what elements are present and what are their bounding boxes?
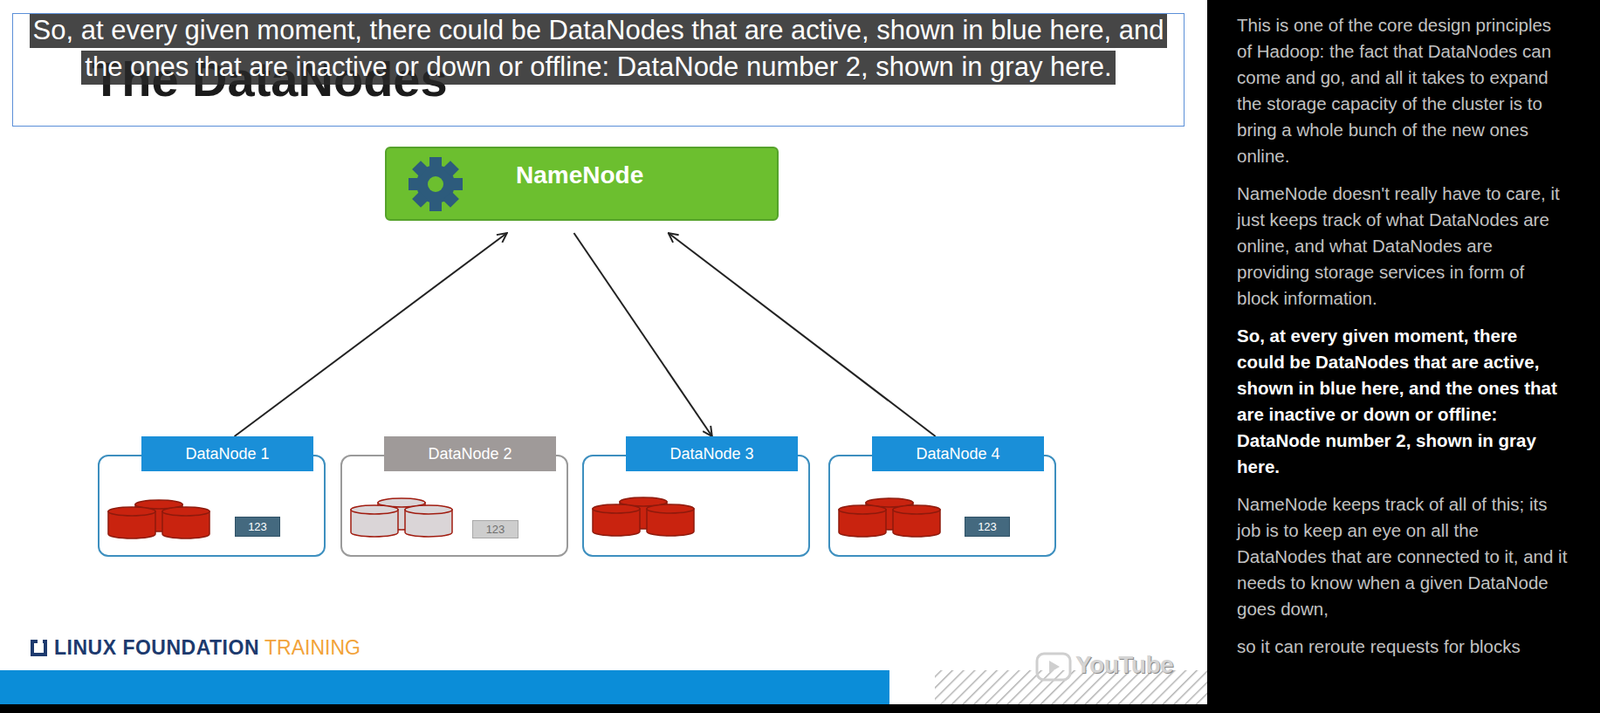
connector-arrow (573, 233, 712, 437)
datanode-box: DataNode 4 123 (828, 436, 1057, 557)
badge-text: 123 (977, 520, 997, 534)
node-title: DataNode 1 (185, 444, 269, 464)
block-badge: 123 (234, 516, 281, 537)
node-title: DataNode 4 (915, 444, 1000, 464)
footer-bar (0, 670, 890, 705)
brand-name: LINUX FOUNDATION (54, 636, 260, 660)
datanode-box: DataNode 1 123 (97, 436, 326, 557)
logo-text: LINUX FOUNDATIONTRAINING (54, 637, 361, 659)
transcript-paragraph: So, at every given moment, there could b… (1236, 322, 1569, 481)
transcript-paragraph: so it can reroute requests for blocks (1236, 633, 1569, 660)
brand-suffix: TRAINING (264, 636, 361, 660)
block-badge: 123 (964, 516, 1010, 537)
badge-text: 123 (247, 520, 268, 534)
transcript-paragraph: This is one of the core design principle… (1236, 12, 1569, 170)
subtitle-text: So, at every given moment, there could b… (29, 13, 1168, 85)
datanode-header: DataNode 1 (141, 436, 314, 472)
transcript-panel: This is one of the core design principle… (1207, 0, 1600, 713)
video-watermark: YouTube (1075, 651, 1174, 680)
block-badge: 123 (472, 520, 519, 539)
connector-arrow (234, 233, 508, 437)
transcript-paragraph: NameNode keeps track of all of this; its… (1236, 491, 1569, 623)
disk-stack (108, 500, 210, 539)
disk-stack (838, 498, 941, 537)
gear-icon (407, 156, 464, 213)
datanode-box: DataNode 2 123 (340, 436, 569, 557)
node-title: DataNode 3 (669, 444, 754, 464)
namenode-box: NameNode (384, 146, 779, 221)
datanode-box: DataNode 3 (582, 436, 811, 557)
datanode-header: DataNode 2 (384, 436, 557, 472)
badge-text: 123 (486, 522, 506, 536)
connector-arrow (668, 233, 936, 437)
disk-stack (350, 498, 453, 537)
video-bottom-strip (0, 704, 1208, 713)
disk-stack (592, 497, 694, 536)
youtube-play-icon (1036, 653, 1071, 680)
node-title: DataNode 2 (427, 444, 512, 464)
transcript-paragraph: NameNode doesn't really have to care, it… (1236, 180, 1569, 312)
subtitle-box: So, at every given moment, there could b… (12, 13, 1185, 127)
datanode-header: DataNode 3 (625, 436, 798, 472)
datanode-header: DataNode 4 (872, 436, 1044, 472)
node-title: NameNode (515, 160, 644, 191)
logo-icon (32, 638, 46, 655)
